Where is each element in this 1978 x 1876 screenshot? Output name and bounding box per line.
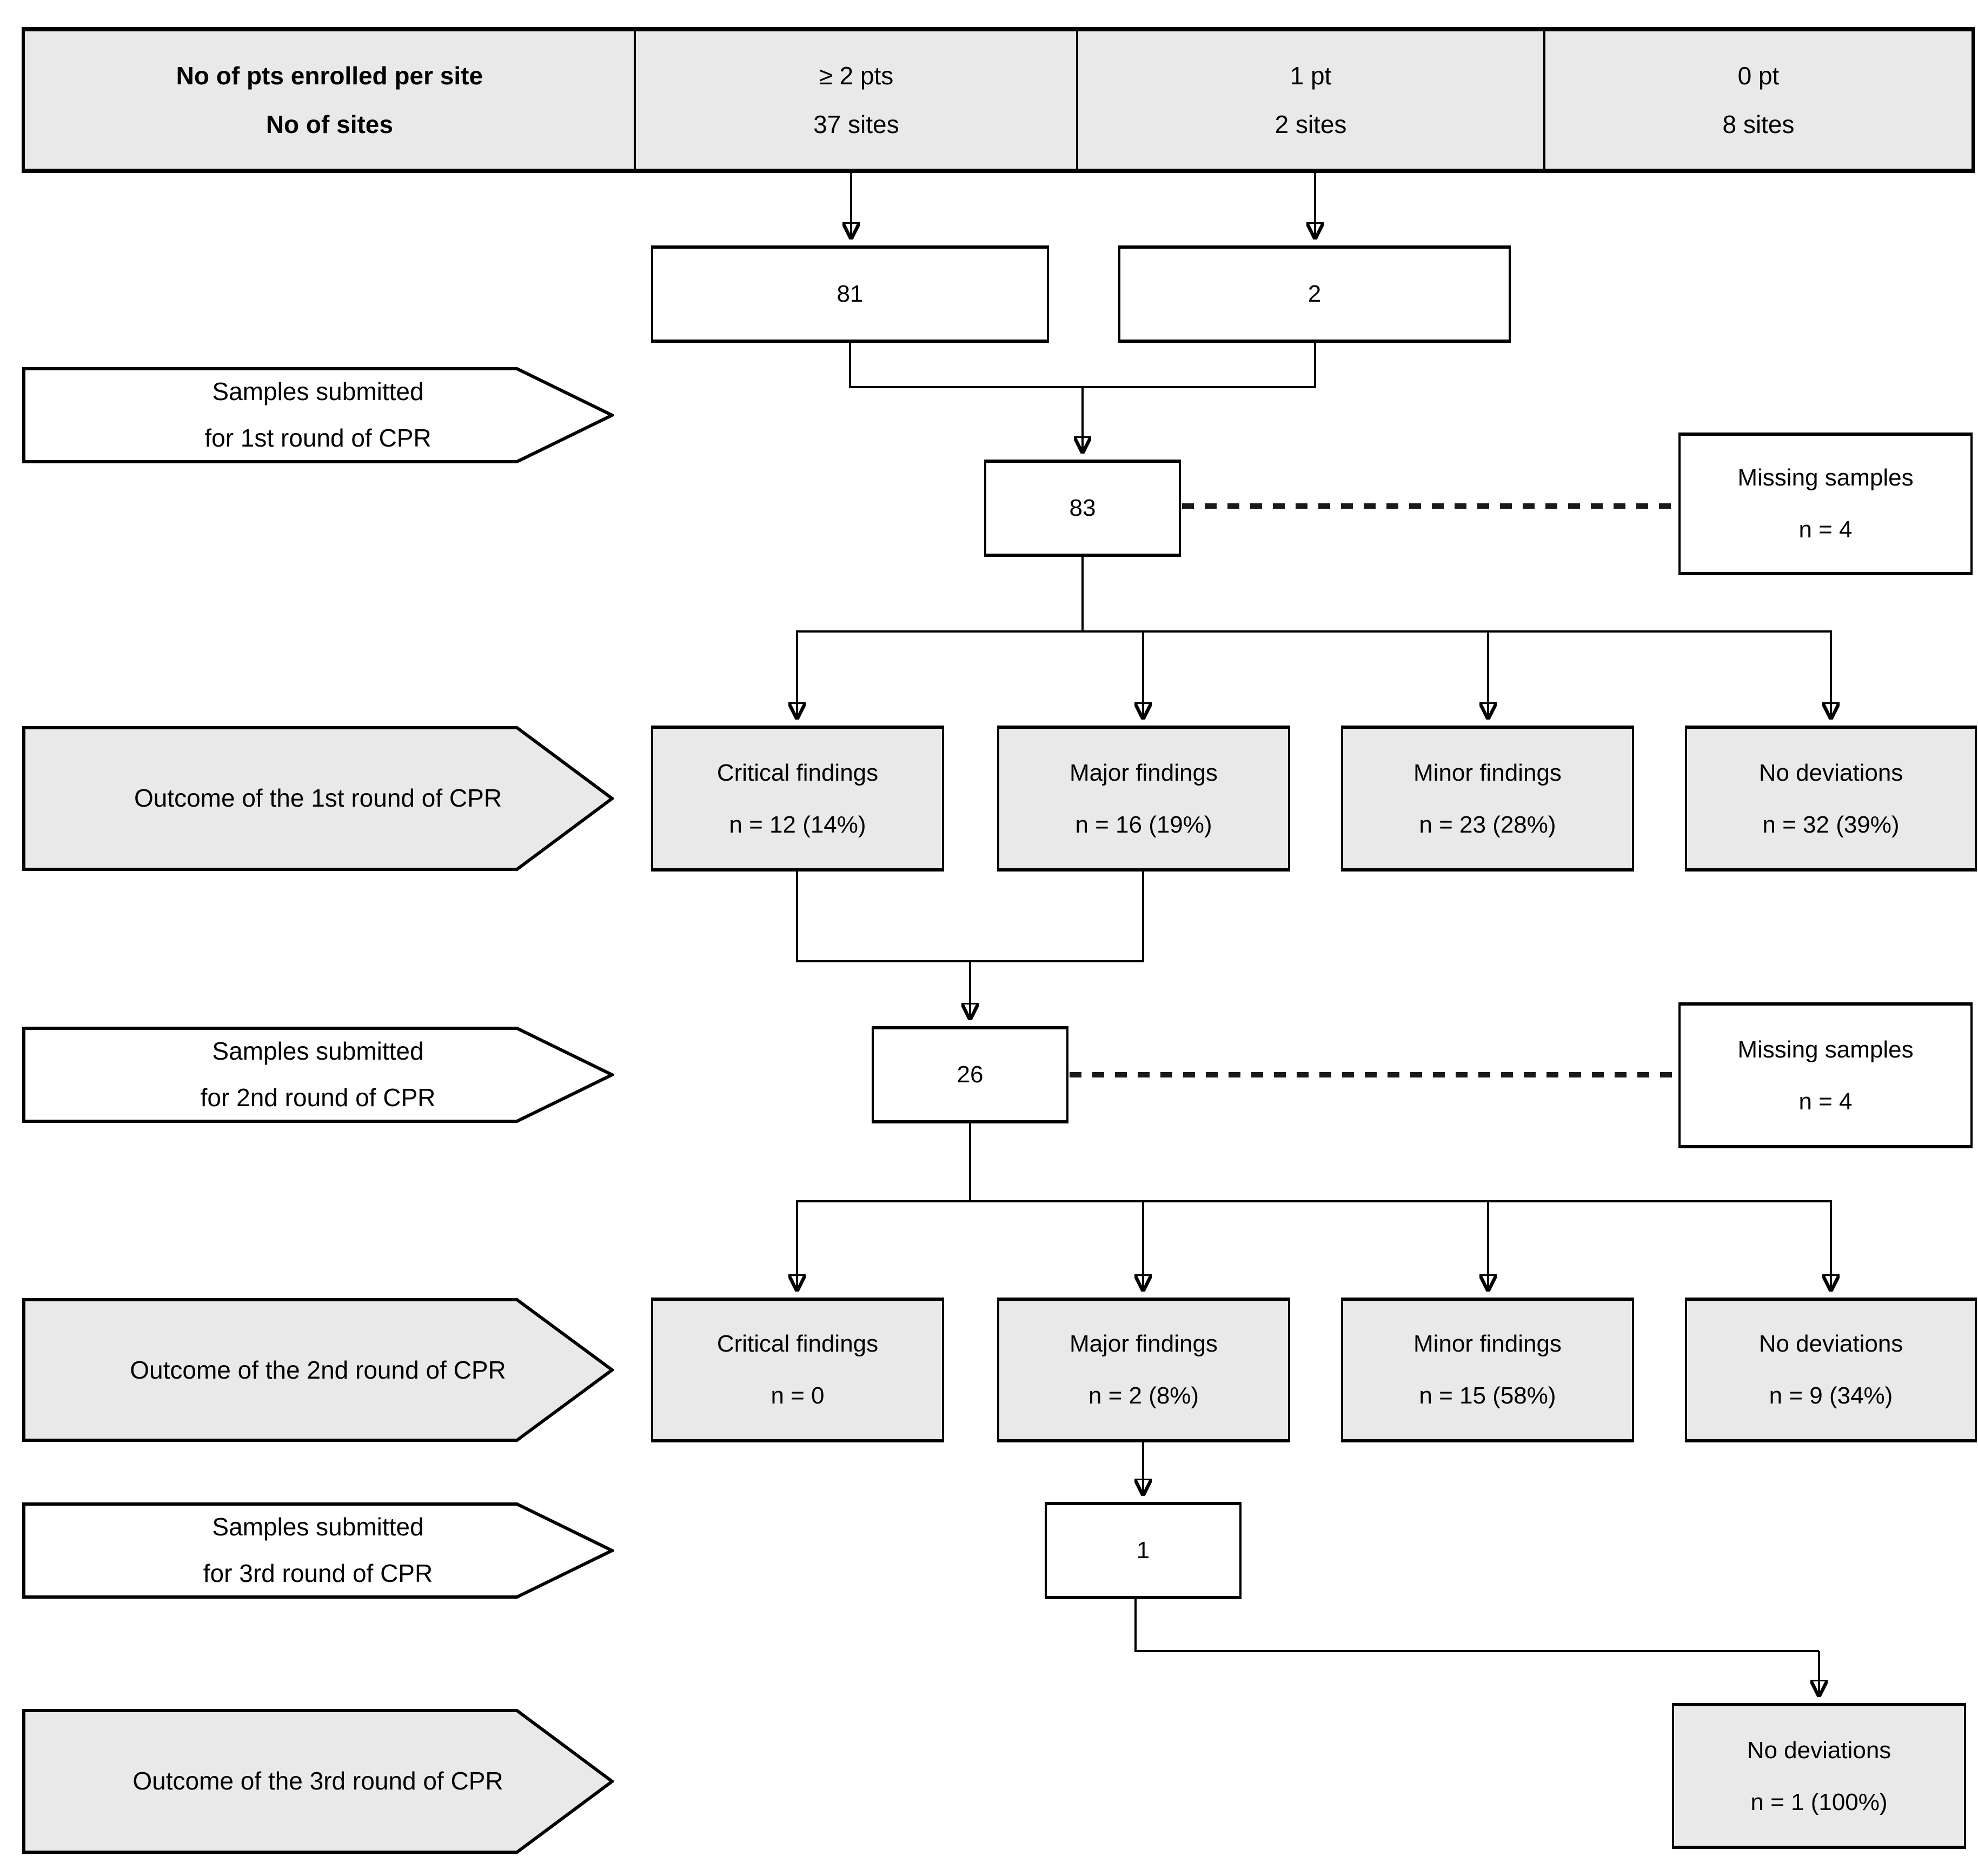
header-0pt-sites: 8 sites <box>1722 110 1795 138</box>
box-r1-minor-title: Minor findings <box>1413 759 1562 786</box>
box-r2-critical-title: Critical findings <box>716 1330 879 1357</box>
box-r1-major-value: n = 16 (19%) <box>1075 810 1212 837</box>
banner-submit-round3: Samples submitted for 3rd round of CPR <box>22 1502 614 1599</box>
box-r1-minor: Minor findings n = 23 (28%) <box>1341 726 1634 872</box>
box-missing-round1-title: Missing samples <box>1737 464 1914 491</box>
header-cell-0pt: 0 pt 8 sites <box>1543 31 1972 169</box>
header-cell-row-title: No of pts enrolled per site No of sites <box>25 31 634 169</box>
box-r2-nodeviations-value: n = 9 (34%) <box>1769 1382 1893 1409</box>
box-r2-major: Major findings n = 2 (8%) <box>997 1298 1290 1442</box>
box-enrolled-ge2pts-value: 81 <box>837 280 864 307</box>
box-missing-round1: Missing samples n = 4 <box>1678 433 1973 575</box>
box-enrolled-1pt: 2 <box>1118 245 1511 343</box>
box-missing-round2: Missing samples n = 4 <box>1678 1002 1973 1148</box>
box-r2-major-title: Major findings <box>1070 1330 1218 1357</box>
banner-submit-round3-line1: Samples submitted <box>212 1513 424 1541</box>
box-missing-round1-value: n = 4 <box>1798 516 1853 543</box>
header-title-line2: No of sites <box>265 110 393 138</box>
header-title-line1: No of pts enrolled per site <box>176 61 483 89</box>
box-submitted-round2-value: 26 <box>957 1061 984 1088</box>
banner-outcome-round3: Outcome of the 3rd round of CPR <box>22 1708 614 1854</box>
banner-submit-round2: Samples submitted for 2nd round of CPR <box>22 1026 614 1123</box>
box-r1-nodeviations-title: No deviations <box>1758 759 1903 786</box>
box-r3-nodeviations-title: No deviations <box>1747 1736 1891 1763</box>
box-submitted-round3: 1 <box>1045 1502 1242 1599</box>
banner-outcome-round1-label: Outcome of the 1st round of CPR <box>134 784 502 812</box>
pentagon-shape <box>22 726 614 871</box>
enrollment-header-table: No of pts enrolled per site No of sites … <box>22 27 1975 173</box>
header-ge2pts-sites: 37 sites <box>813 110 899 138</box>
box-enrolled-1pt-value: 2 <box>1307 280 1322 307</box>
box-submitted-round3-value: 1 <box>1136 1536 1150 1564</box>
banner-submit-round2-line2: for 2nd round of CPR <box>200 1083 436 1112</box>
box-r1-major-title: Major findings <box>1070 759 1218 786</box>
banner-outcome-round1: Outcome of the 1st round of CPR <box>22 726 614 872</box>
box-r1-minor-value: n = 23 (28%) <box>1419 810 1556 837</box>
box-r1-nodeviations-value: n = 32 (39%) <box>1762 810 1900 837</box>
header-cell-1pt: 1 pt 2 sites <box>1076 31 1543 169</box>
box-r1-nodeviations: No deviations n = 32 (39%) <box>1685 726 1977 872</box>
box-r3-nodeviations: No deviations n = 1 (100%) <box>1672 1703 1966 1849</box>
box-r2-minor-value: n = 15 (58%) <box>1419 1382 1556 1409</box>
box-r2-critical: Critical findings n = 0 <box>651 1298 944 1442</box>
box-r2-major-value: n = 2 (8%) <box>1088 1382 1199 1409</box>
banner-submit-round1-line1: Samples submitted <box>212 377 424 405</box>
header-0pt-pts: 0 pt <box>1737 61 1780 89</box>
box-r2-nodeviations-title: No deviations <box>1758 1330 1903 1357</box>
banner-submit-round3-line2: for 3rd round of CPR <box>203 1559 433 1587</box>
box-r2-minor-title: Minor findings <box>1413 1330 1562 1357</box>
header-cell-ge2pts: ≥ 2 pts 37 sites <box>634 31 1076 169</box>
header-1pt-pts: 1 pt <box>1290 61 1332 89</box>
box-r2-critical-value: n = 0 <box>771 1382 825 1409</box>
box-r2-minor: Minor findings n = 15 (58%) <box>1341 1298 1634 1442</box>
banner-submit-round1-line2: for 1st round of CPR <box>204 424 432 452</box>
box-submitted-round1-value: 83 <box>1069 494 1096 521</box>
box-missing-round2-value: n = 4 <box>1798 1087 1853 1114</box>
box-missing-round2-title: Missing samples <box>1737 1035 1914 1062</box>
pentagon-shape <box>22 1709 614 1854</box>
box-r1-critical-value: n = 12 (14%) <box>729 810 866 837</box>
pentagon-shape <box>22 1502 614 1599</box>
pentagon-shape <box>22 1298 614 1442</box>
banner-outcome-round3-label: Outcome of the 3rd round of CPR <box>132 1767 503 1795</box>
banner-outcome-round2: Outcome of the 2nd round of CPR <box>22 1298 614 1442</box>
box-r1-critical: Critical findings n = 12 (14%) <box>651 726 944 872</box>
header-1pt-sites: 2 sites <box>1275 110 1347 138</box>
pentagon-shape <box>22 1027 614 1123</box>
header-ge2pts-pts: ≥ 2 pts <box>819 61 894 89</box>
box-submitted-round2: 26 <box>872 1026 1068 1123</box>
box-r1-critical-title: Critical findings <box>716 759 879 786</box>
banner-submit-round2-line1: Samples submitted <box>212 1037 424 1065</box>
box-r1-major: Major findings n = 16 (19%) <box>997 726 1290 872</box>
box-enrolled-ge2pts: 81 <box>651 245 1049 343</box>
banner-outcome-round2-label: Outcome of the 2nd round of CPR <box>130 1355 506 1383</box>
box-r3-nodeviations-value: n = 1 (100%) <box>1750 1788 1888 1815</box>
box-r2-nodeviations: No deviations n = 9 (34%) <box>1685 1298 1977 1442</box>
pentagon-shape <box>22 367 614 463</box>
box-submitted-round1: 83 <box>984 460 1181 557</box>
banner-submit-round1: Samples submitted for 1st round of CPR <box>22 367 614 464</box>
